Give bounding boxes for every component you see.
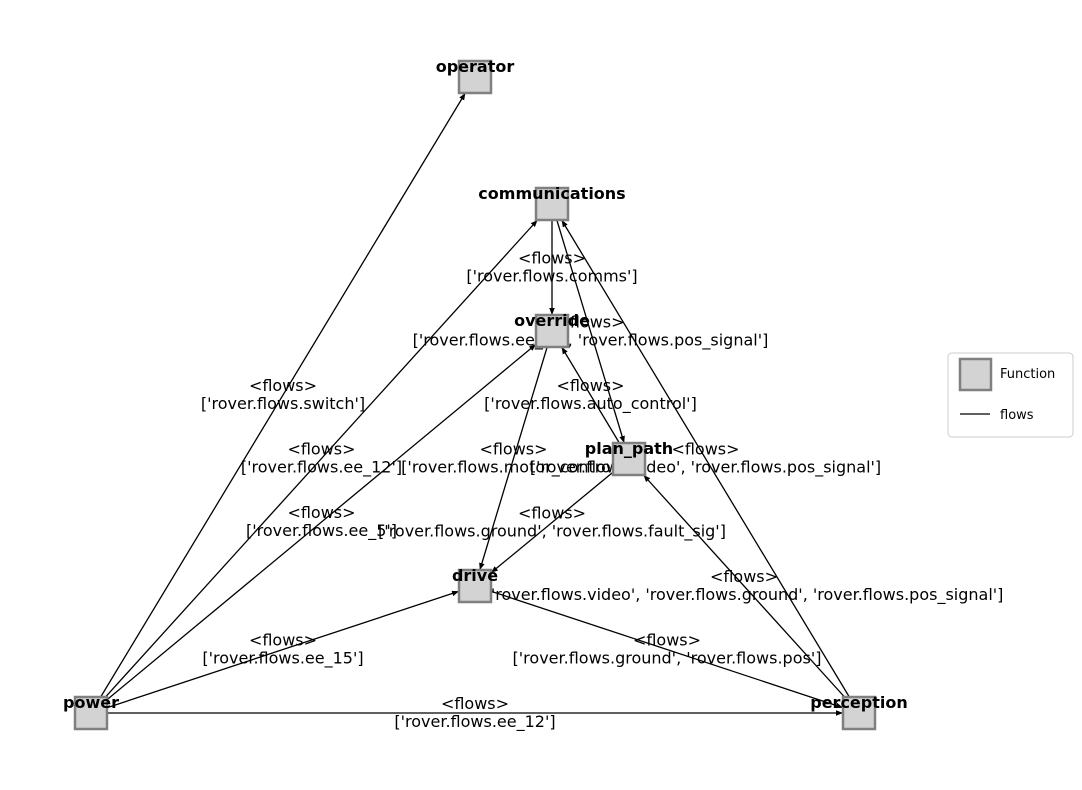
node-label: communications	[478, 184, 625, 203]
node-power: power	[63, 693, 119, 731]
node-plan-path: plan_path	[585, 439, 673, 477]
edge-relation-label: <flows>	[710, 567, 778, 586]
edge-power-to-communications	[90, 219, 538, 714]
edge-flows-label: ['rover.flows.ground', 'rover.flows.pos'…	[513, 649, 822, 668]
function-node-box	[457, 59, 493, 95]
edge-relation-label: <flows>	[518, 249, 586, 268]
edge-flows-label: ['rover.flows.switch']	[201, 394, 365, 413]
legend: Function flows	[947, 352, 1074, 438]
function-node-box	[841, 695, 877, 731]
function-node-box	[73, 695, 109, 731]
node-label: power	[63, 693, 119, 712]
function-node-box	[457, 568, 493, 604]
edge-flows-label: ['rover.flows.ee_5']	[246, 521, 397, 541]
edge-flows-label: ['rover.flows.ee_12', 'rover.flows.pos_s…	[413, 331, 769, 351]
edge-relation-label: <flows>	[633, 631, 701, 650]
edge-override-to-drive	[479, 330, 553, 571]
node-drive: drive	[452, 566, 498, 604]
edge-relation-label: <flows>	[441, 694, 509, 713]
edge-power-to-override	[90, 343, 537, 714]
node-operator: operator	[436, 57, 515, 95]
node-label: override	[514, 311, 590, 330]
edge-relation-label: <flows>	[671, 440, 739, 459]
legend-function-swatch	[958, 357, 993, 392]
node-label: drive	[452, 566, 498, 585]
edge-power-to-operator	[90, 92, 466, 714]
edge-flows-label: ['rover.flows.auto_control']	[484, 394, 697, 414]
edge-drive-to-perception	[474, 585, 844, 709]
edge-flows-label: ['rover.flows.comms']	[466, 267, 637, 286]
edge-flows-label: ['rover.flows.ee_12']	[241, 458, 402, 478]
legend-function-label: Function	[1000, 367, 1055, 382]
edge-relation-label: <flows>	[479, 440, 547, 459]
edge-flows-label: ['rover.flows.ground', 'rover.flows.faul…	[378, 522, 726, 542]
edge-flows-label: ['rover.flows.ee_15']	[202, 649, 363, 669]
edge-perception-to-communications	[561, 219, 860, 714]
function-node-box	[611, 441, 647, 477]
legend-flows-label: flows	[1000, 408, 1034, 423]
edge-power-to-drive	[90, 590, 460, 714]
edge-relation-label: <flows>	[556, 376, 624, 395]
function-node-box	[534, 313, 570, 349]
node-override: override	[514, 311, 590, 349]
function-node-box	[534, 186, 570, 222]
node-label: operator	[436, 57, 515, 76]
edge-relation-label: <flows>	[287, 503, 355, 522]
node-label: plan_path	[585, 439, 673, 458]
edge-plan-path-to-override	[561, 346, 630, 460]
node-label: perception	[810, 693, 908, 712]
edge-perception-to-plan-path	[643, 474, 860, 714]
edge-relation-label: <flows>	[249, 631, 317, 650]
edge-relation-label: <flows>	[556, 313, 624, 332]
edge-communications-to-plan-path	[551, 203, 625, 444]
edge-relation-label: <flows>	[287, 440, 355, 459]
edge-relation-label: <flows>	[249, 376, 317, 395]
edge-flows-label: ['rover.flows.video', 'rover.flows.groun…	[485, 585, 1004, 605]
edge-relation-label: <flows>	[518, 504, 586, 523]
node-perception: perception	[810, 693, 908, 731]
edge-plan-path-to-drive	[490, 458, 630, 574]
node-communications: communications	[478, 184, 626, 222]
edge-flows-label: ['rover.flows.motor_control']	[401, 458, 626, 478]
edge-flows-label: ['rover.flows.ee_12']	[394, 712, 555, 732]
